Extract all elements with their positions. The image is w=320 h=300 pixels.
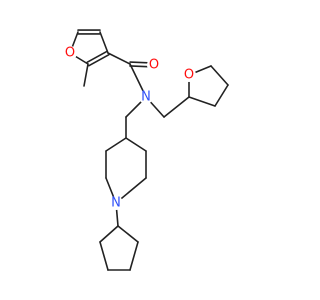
furan-oxygen-label: O [65,46,75,61]
single-bond [99,31,109,54]
single-bond [99,225,119,243]
single-bond [105,137,127,152]
single-bond [188,96,216,107]
structure-diagram: O O N O N [63,29,229,271]
atom-labels: O O N O N [63,46,196,211]
thf-oxygen-label: O [184,68,194,83]
single-bond [163,96,190,118]
single-bond [99,241,109,271]
furan-oxygen-atom: O [63,46,77,61]
single-bond [214,84,229,107]
bonds [69,29,229,271]
thf-oxygen-atom: O [182,68,196,83]
carbonyl-oxygen-atom: O [147,58,161,73]
double-bond-line [86,50,108,64]
single-bond [125,137,147,152]
single-bond [117,225,139,243]
single-bond [83,63,89,87]
double-bond-line [88,53,110,67]
single-bond [210,65,229,86]
piperidine-nitrogen-atom: N [109,196,123,211]
carbonyl-oxygen-label: O [149,58,159,73]
amide-nitrogen-atom: N [139,90,153,105]
single-bond [107,52,131,65]
piperidine-nitrogen-label: N [111,196,121,211]
amide-nitrogen-label: N [141,90,151,105]
single-bond [129,241,139,271]
